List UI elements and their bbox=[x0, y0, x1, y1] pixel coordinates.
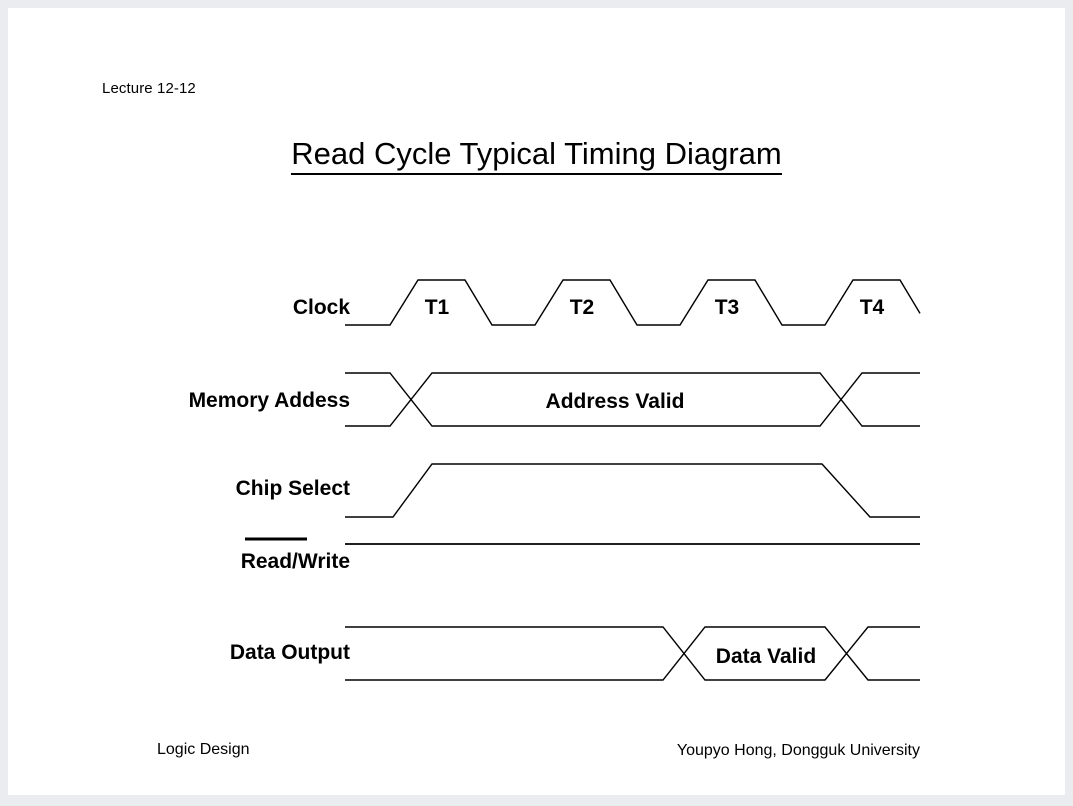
waveform-memory-address-upper bbox=[345, 372, 920, 427]
signal-label-data-output: Data Output bbox=[230, 641, 350, 664]
lecture-header: Lecture 12-12 bbox=[102, 80, 196, 97]
signal-label-read-write: Read/Write bbox=[241, 550, 350, 573]
bus-value-data-valid: Data Valid bbox=[716, 645, 816, 668]
clock-cycle-label-t3: T3 bbox=[715, 296, 740, 319]
signal-label-chip-select: Chip Select bbox=[236, 477, 350, 500]
clock-cycle-label-t1: T1 bbox=[425, 296, 450, 319]
waveform-data-output-upper bbox=[345, 626, 920, 681]
footer-author: Youpyo Hong, Dongguk University bbox=[676, 742, 920, 759]
footer-course-name: Logic Design bbox=[157, 741, 250, 758]
slide-page: Lecture 12-12 Read Cycle Typical Timing … bbox=[8, 8, 1065, 795]
clock-cycle-label-t4: T4 bbox=[860, 296, 885, 319]
clock-cycle-label-t2: T2 bbox=[570, 296, 595, 319]
signal-label-memory-address: Memory Addess bbox=[189, 389, 350, 412]
page-title: Read Cycle Typical Timing Diagram bbox=[8, 136, 1065, 175]
waveform-chip-select bbox=[345, 463, 920, 518]
bus-value-address-valid: Address Valid bbox=[546, 390, 685, 413]
waveform-memory-address-lower bbox=[345, 372, 920, 427]
signal-label-clock: Clock bbox=[293, 296, 351, 319]
page-title-text: Read Cycle Typical Timing Diagram bbox=[291, 136, 782, 175]
waveform-data-output-lower bbox=[345, 626, 920, 681]
waveform-clock bbox=[345, 279, 921, 326]
